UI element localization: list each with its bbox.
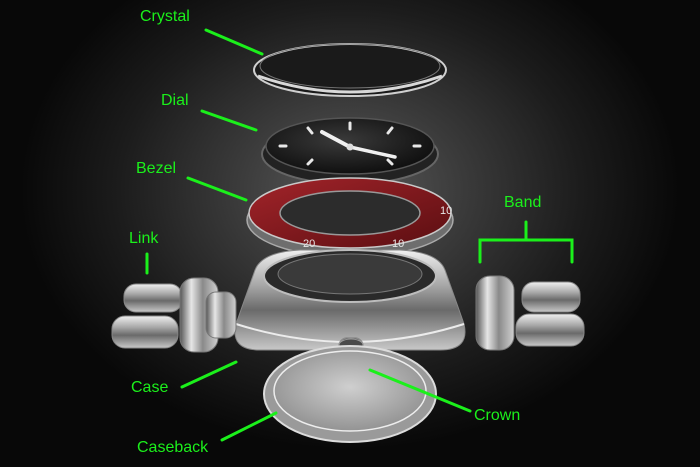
- case-part: [234, 249, 466, 351]
- crown-leader: [368, 368, 472, 413]
- bezel-numeral: 10: [392, 238, 404, 250]
- band-label: Band: [504, 194, 542, 211]
- dial-leader: [200, 109, 258, 132]
- dial-label: Dial: [161, 92, 189, 109]
- right-band-links: [475, 275, 585, 351]
- link-label: Link: [129, 230, 159, 247]
- case-leader: [180, 360, 238, 389]
- dial-part: [261, 117, 439, 185]
- crystal-label: Crystal: [140, 8, 190, 25]
- crystal-leader: [204, 28, 264, 56]
- bezel-numeral: 20: [303, 238, 315, 250]
- band-bracket: [478, 220, 574, 264]
- bezel-part: 10 20 10: [246, 177, 454, 258]
- caseback-label: Caseback: [137, 439, 209, 456]
- crystal-part: [253, 43, 447, 97]
- bezel-numeral: 10: [440, 205, 452, 217]
- caseback-leader: [220, 411, 278, 442]
- leader-lines: [145, 28, 574, 442]
- bezel-label: Bezel: [136, 160, 177, 177]
- left-band-links: [111, 277, 237, 353]
- crown-label: Crown: [474, 407, 521, 424]
- case-label: Case: [131, 379, 169, 396]
- bezel-numerals: 10 20 10: [303, 205, 452, 250]
- caseback-part: [263, 345, 437, 443]
- bezel-leader: [186, 176, 248, 202]
